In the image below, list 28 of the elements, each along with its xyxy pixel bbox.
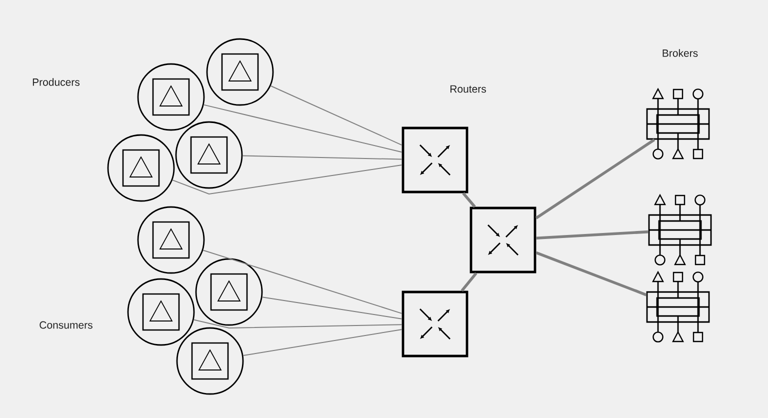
connector-line [242, 155, 402, 160]
connector-line [242, 328, 402, 356]
connector-line [535, 138, 656, 220]
connector-line [536, 251, 647, 296]
connector-line [193, 319, 402, 328]
circle-node [107, 134, 175, 202]
connector-line [172, 164, 402, 195]
router-box [402, 290, 468, 358]
router-box [470, 206, 536, 274]
router-box [402, 126, 468, 194]
circle-node [206, 38, 274, 106]
connector-line [203, 104, 402, 153]
connector-line [270, 85, 402, 146]
group-label: Brokers [662, 49, 698, 57]
circle-node [195, 258, 263, 326]
circle-node [127, 278, 195, 346]
connector-line [462, 192, 476, 208]
connector-line [262, 296, 402, 320]
connector-line [202, 250, 402, 314]
group-label: Routers [450, 85, 486, 93]
group-label: Consumers [40, 321, 92, 329]
circle-node [176, 327, 244, 395]
group-label: Producers [32, 78, 80, 86]
connector-line [460, 272, 478, 292]
circle-node [175, 121, 243, 189]
circle-node [137, 63, 205, 131]
circle-node [137, 206, 205, 274]
connector-line [536, 230, 648, 240]
